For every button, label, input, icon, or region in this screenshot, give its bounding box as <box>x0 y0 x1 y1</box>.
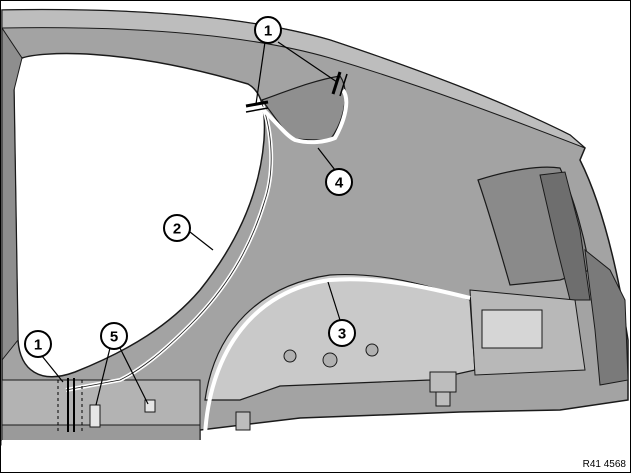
hole-c <box>365 343 379 357</box>
callout-1-top: 1 <box>254 16 282 44</box>
cut-line-2-edge <box>65 103 272 391</box>
callout-5: 5 <box>100 322 128 350</box>
leader-4 <box>317 147 336 171</box>
bracket-a <box>235 411 251 431</box>
callout-4-label: 4 <box>335 175 344 192</box>
door-opening <box>13 52 266 378</box>
leader-2 <box>189 231 214 251</box>
reference-code: R41 4568 <box>583 459 627 470</box>
leader-1a-left <box>255 41 266 105</box>
callout-2: 2 <box>163 214 191 242</box>
bottom-strip <box>2 440 630 455</box>
pillar-shade <box>1 26 23 362</box>
leader-3 <box>327 281 341 321</box>
frame-cutout <box>481 309 543 349</box>
bracket-c <box>435 391 451 407</box>
roof-rail <box>1 9 586 149</box>
callout-2-label: 2 <box>173 221 181 238</box>
hole-a <box>283 349 297 363</box>
leader-1b <box>41 355 64 383</box>
cut-mark-roof-b <box>331 71 342 95</box>
sill-slot-a <box>89 404 101 428</box>
cut-line-4 <box>256 88 349 145</box>
sill-slot-b <box>144 399 156 413</box>
leader-1a-right <box>277 41 338 83</box>
callout-5-label: 5 <box>110 329 118 346</box>
callout-4: 4 <box>325 168 353 196</box>
rear-end-panel <box>584 248 629 386</box>
callout-3: 3 <box>328 319 356 347</box>
cut-mark-roof-a <box>245 100 269 108</box>
leader-5-right <box>119 347 149 405</box>
callout-3-label: 3 <box>338 326 346 343</box>
callout-1-bottom: 1 <box>24 330 52 358</box>
leader-5-left <box>95 347 111 406</box>
bracket-b <box>429 371 457 393</box>
tail-lamp-inner <box>539 171 591 301</box>
callout-1-bottom-label: 1 <box>34 337 42 354</box>
cut-mark-roof-a2 <box>245 107 269 113</box>
callout-1-top-label: 1 <box>264 23 272 40</box>
cut-line-3 <box>203 277 471 436</box>
hole-b <box>322 352 338 368</box>
cut-mark-roof-b2 <box>339 73 348 97</box>
